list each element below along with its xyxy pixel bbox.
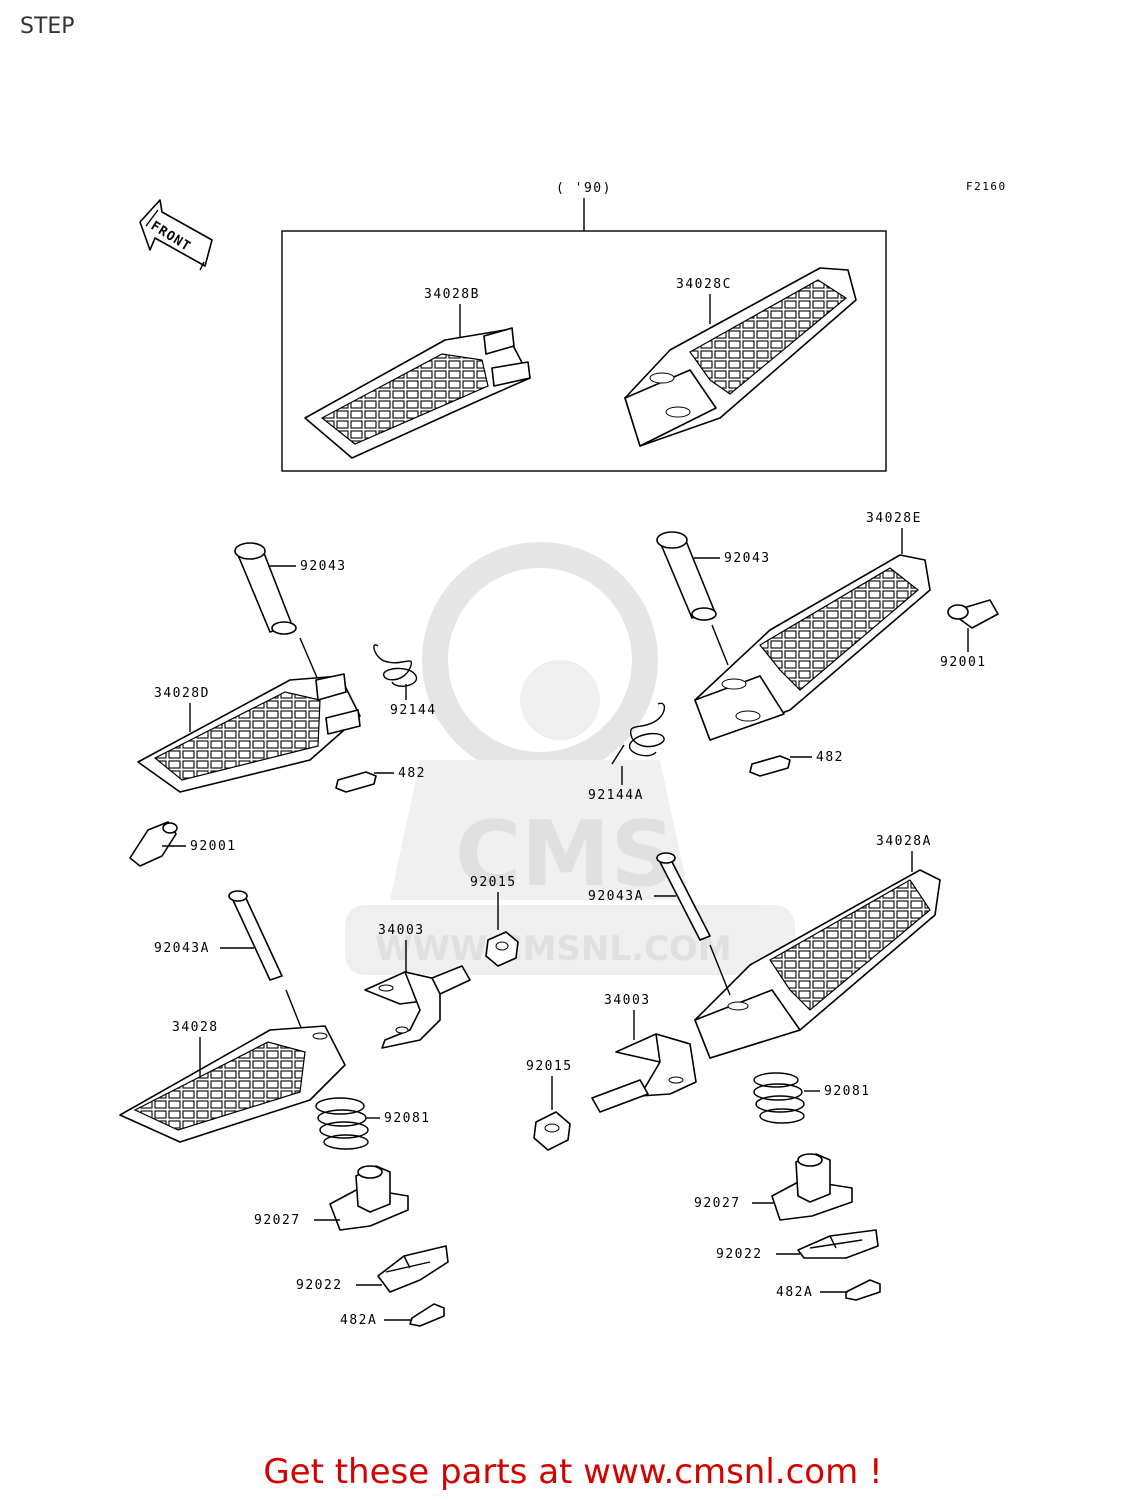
- footrest-34028E-drawing: [694, 554, 931, 741]
- spring-92081-right-drawing: [753, 1072, 805, 1124]
- washer-482A-right-drawing: [845, 1279, 881, 1301]
- part-label-92144A: 92144A: [588, 788, 644, 803]
- part-label-34028B: 34028B: [424, 287, 480, 302]
- footrest-34028C-drawing: [624, 267, 857, 447]
- part-label-34028A: 34028A: [876, 834, 932, 849]
- bracket-34003-upper-drawing: [364, 965, 471, 1049]
- footrest-34028-drawing: [119, 1025, 346, 1143]
- watermark-brand: CMS: [455, 802, 675, 907]
- plate-92022-right-drawing: [797, 1229, 879, 1259]
- part-label-92001-right: 92001: [940, 655, 987, 670]
- part-label-92022-left: 92022: [296, 1278, 343, 1293]
- plate-92022-left-drawing: [377, 1245, 449, 1293]
- part-label-34028D: 34028D: [154, 686, 210, 701]
- part-label-92043A-left: 92043A: [154, 941, 210, 956]
- part-label-92144: 92144: [390, 703, 437, 718]
- part-label-482-left: 482: [398, 766, 426, 781]
- washer-482-left-drawing: [335, 771, 377, 793]
- spring-92081-left-drawing: [315, 1097, 369, 1150]
- spring-92144-drawing: [373, 644, 417, 687]
- part-label-34003-lower: 34003: [604, 993, 651, 1008]
- page-title: STEP: [20, 14, 75, 39]
- part-label-34028C: 34028C: [676, 277, 732, 292]
- pin-92043-right-drawing: [656, 531, 729, 666]
- figure-code: F2160: [966, 180, 1007, 193]
- part-label-92081-right: 92081: [824, 1084, 871, 1099]
- part-label-92001-left: 92001: [190, 839, 237, 854]
- cap-92001-right-drawing: [947, 599, 999, 629]
- part-label-92043-left: 92043: [300, 559, 347, 574]
- part-label-92027-right: 92027: [694, 1196, 741, 1211]
- washer-482-right-drawing: [749, 755, 791, 777]
- part-label-92043A-right: 92043A: [588, 889, 644, 904]
- spring-92144A-drawing: [611, 702, 665, 765]
- variant-group-box: ( '90): [281, 181, 887, 472]
- cap-92001-left-drawing: [129, 821, 178, 867]
- part-label-34028E: 34028E: [866, 511, 922, 526]
- nut-92015-upper-drawing: [485, 931, 519, 967]
- bracket-34003-lower-drawing: [591, 1033, 697, 1113]
- footrest-34028A-drawing: [694, 869, 941, 1059]
- washer-482A-left-drawing: [409, 1303, 445, 1327]
- pin-92043-left-drawing: [234, 542, 319, 681]
- part-label-482A-left: 482A: [340, 1313, 377, 1328]
- part-label-482-right: 482: [816, 750, 844, 765]
- watermark-site: WWW.CMSNL.COM: [375, 929, 732, 969]
- parts-diagram: CMS WWW.CMSNL.COM F2160 FRONT ( '90) 340…: [119, 180, 1007, 1328]
- front-arrow-icon: FRONT: [139, 199, 213, 271]
- holder-92027-left-drawing: [329, 1165, 409, 1231]
- nut-92015-lower-drawing: [533, 1111, 571, 1151]
- part-label-92027-left: 92027: [254, 1213, 301, 1228]
- holder-92027-right-drawing: [771, 1153, 853, 1221]
- part-label-34028: 34028: [172, 1020, 219, 1035]
- footrest-34028B-drawing: [304, 327, 531, 459]
- part-label-92015-lower: 92015: [526, 1059, 573, 1074]
- part-label-92022-right: 92022: [716, 1247, 763, 1262]
- footrest-34028D-drawing: [137, 673, 361, 793]
- part-label-482A-right: 482A: [776, 1285, 813, 1300]
- group-note: ( '90): [556, 181, 612, 196]
- part-label-34003-upper: 34003: [378, 923, 425, 938]
- part-label-92081-left: 92081: [384, 1111, 431, 1126]
- pin-92043A-left-drawing: [228, 890, 303, 1031]
- pin-92043A-right-drawing: [656, 852, 731, 996]
- part-label-92043-right: 92043: [724, 551, 771, 566]
- buy-parts-link[interactable]: Get these parts at www.cmsnl.com !: [263, 1452, 883, 1492]
- part-label-92015-upper: 92015: [470, 875, 517, 890]
- watermark-logo: CMS WWW.CMSNL.COM: [345, 542, 795, 975]
